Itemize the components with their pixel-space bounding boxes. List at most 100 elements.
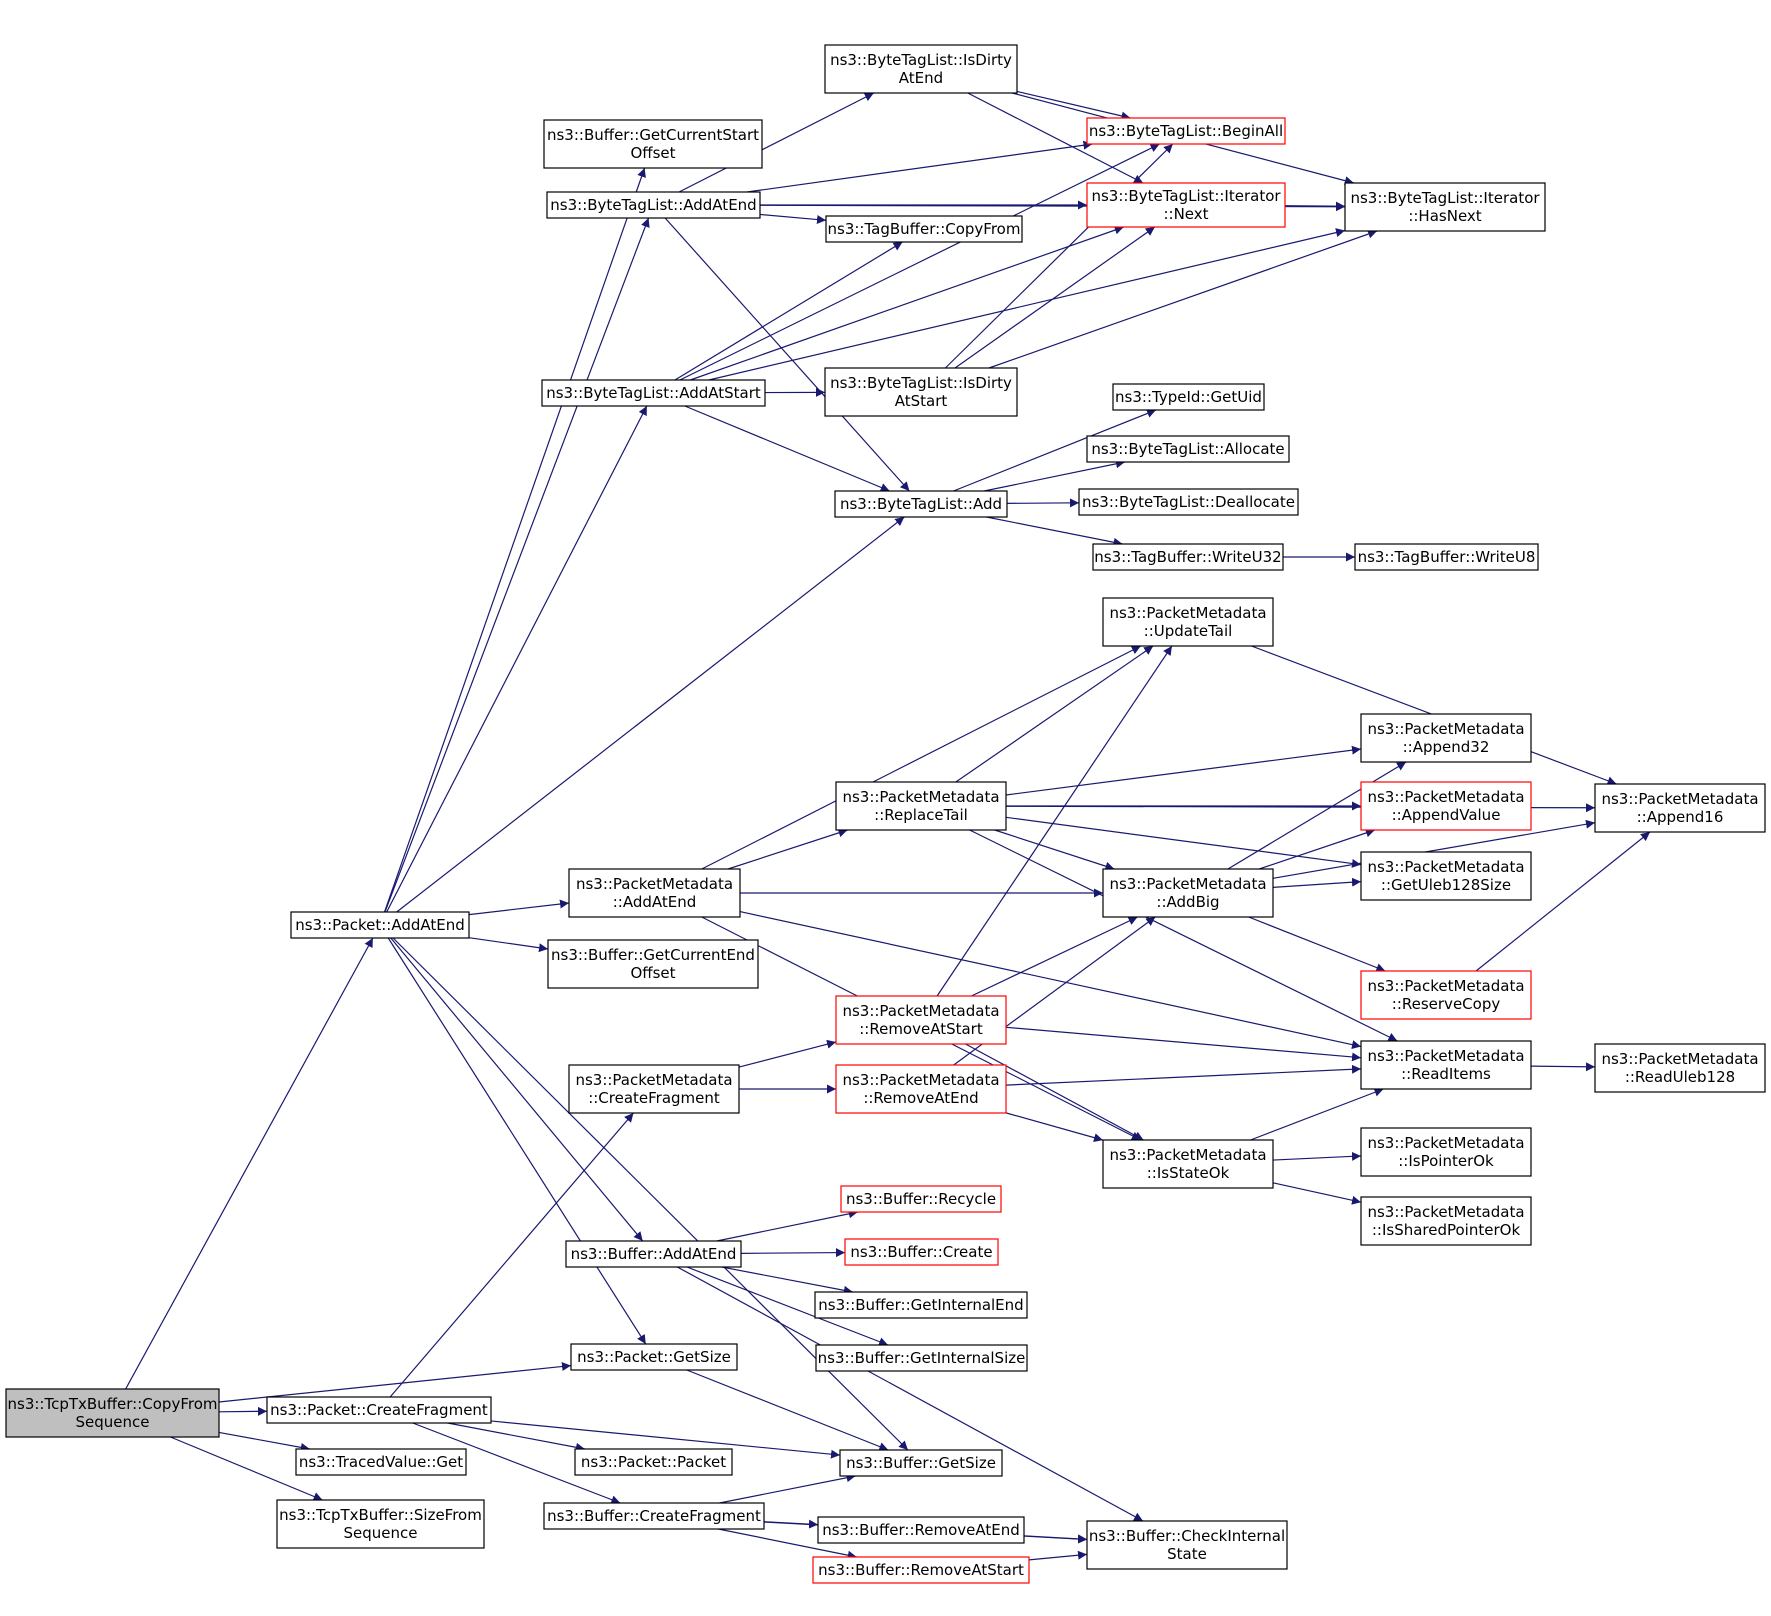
node-box xyxy=(565,1240,742,1268)
node-label: ns3::PacketMetadata xyxy=(1109,604,1266,622)
node-tb_writeu32[interactable]: ns3::TagBuffer::WriteU32 xyxy=(1092,543,1284,571)
node-box xyxy=(840,1185,1002,1213)
node-box xyxy=(835,1064,1007,1114)
edge-pm_removeatstart-to-pm_readitems xyxy=(1005,1026,1362,1062)
edge-buf_addatend-to-buf_recycle xyxy=(716,1209,858,1242)
edge-pkt_addatend-to-buf_getsize xyxy=(392,937,909,1451)
node-label: ::Next xyxy=(1163,205,1208,223)
node-pkt_packet[interactable]: ns3::Packet::Packet xyxy=(574,1448,733,1476)
node-label: State xyxy=(1167,1545,1207,1563)
node-pm_issharedpointerok[interactable]: ns3::PacketMetadata::IsSharedPointerOk xyxy=(1360,1196,1532,1246)
node-label: ::ReadUleb128 xyxy=(1625,1068,1735,1086)
node-label: ::IsPointerOk xyxy=(1398,1152,1494,1170)
node-pm_updatetail[interactable]: ns3::PacketMetadata::UpdateTail xyxy=(1102,597,1274,647)
node-label: ns3::ByteTagList::BeginAll xyxy=(1089,122,1283,140)
node-pm_isstateok[interactable]: ns3::PacketMetadata::IsStateOk xyxy=(1102,1139,1274,1189)
node-box xyxy=(1344,182,1546,232)
node-label: ns3::PacketMetadata xyxy=(1367,977,1524,995)
edge-btl_isdirtyatstart-to-btl_beginall xyxy=(944,143,1174,369)
node-tb_copyfrom[interactable]: ns3::TagBuffer::CopyFrom xyxy=(825,215,1023,243)
node-pm_append32[interactable]: ns3::PacketMetadata::Append32 xyxy=(1360,713,1532,763)
node-tb_writeu8[interactable]: ns3::TagBuffer::WriteU8 xyxy=(1354,543,1539,571)
edge-pkt_createfragment-to-pkt_packet xyxy=(447,1422,585,1452)
edge-pkt_addatend-to-pkt_getsize xyxy=(387,937,647,1345)
node-box xyxy=(266,1396,492,1424)
node-buf_removeatstart[interactable]: ns3::Buffer::RemoveAtStart xyxy=(812,1556,1030,1584)
node-btl_beginall[interactable]: ns3::ByteTagList::BeginAll xyxy=(1086,117,1286,145)
node-label: ns3::PacketMetadata xyxy=(1601,790,1758,808)
edge-pkt_getsize-to-buf_getsize xyxy=(686,1369,889,1451)
edge-btl_isdirtyatend-to-btl_iter_next xyxy=(967,92,1144,184)
node-pm_readitems[interactable]: ns3::PacketMetadata::ReadItems xyxy=(1360,1040,1532,1090)
edge-btl_add-to-tb_writeu32 xyxy=(986,516,1123,547)
node-label: ns3::TcpTxBuffer::CopyFrom xyxy=(8,1395,218,1413)
node-label: ns3::Buffer::Recycle xyxy=(846,1190,996,1208)
edge-pm_removeatend-to-pm_isstateok xyxy=(1005,1112,1104,1143)
node-pkt_createfragment[interactable]: ns3::Packet::CreateFragment xyxy=(266,1396,492,1424)
node-pm_removeatend[interactable]: ns3::PacketMetadata::RemoveAtEnd xyxy=(835,1064,1007,1114)
node-btl_deallocate[interactable]: ns3::ByteTagList::Deallocate xyxy=(1078,488,1299,516)
node-pm_append16[interactable]: ns3::PacketMetadata::Append16 xyxy=(1594,783,1766,833)
node-btl_addatstart[interactable]: ns3::ByteTagList::AddAtStart xyxy=(541,379,766,407)
node-label: ns3::TagBuffer::WriteU8 xyxy=(1358,548,1536,566)
node-label: ns3::Packet::CreateFragment xyxy=(270,1401,488,1419)
node-label: ns3::Packet::AddAtEnd xyxy=(295,916,465,934)
node-tracedvalue_get[interactable]: ns3::TracedValue::Get xyxy=(295,1448,467,1476)
node-pm_removeatstart[interactable]: ns3::PacketMetadata::RemoveAtStart xyxy=(835,995,1007,1045)
node-label: ns3::Packet::GetSize xyxy=(577,1348,731,1366)
node-pm_appendvalue[interactable]: ns3::PacketMetadata::AppendValue xyxy=(1360,781,1532,831)
edge-btl_addatstart-to-btl_iter_hasnext xyxy=(708,228,1346,381)
edge-pm_isstateok-to-pm_readitems xyxy=(1250,1088,1384,1141)
node-typeid_getuid[interactable]: ns3::TypeId::GetUid xyxy=(1112,383,1265,411)
node-buf_getsize[interactable]: ns3::Buffer::GetSize xyxy=(839,1449,1003,1477)
node-pm_createfragment[interactable]: ns3::PacketMetadata::CreateFragment xyxy=(568,1064,740,1114)
node-box xyxy=(835,995,1007,1045)
edge-btl_addatstart-to-tb_copyfrom xyxy=(674,241,903,381)
edge-btl_addatend-to-tb_copyfrom xyxy=(759,213,827,224)
node-pm_readuleb128[interactable]: ns3::PacketMetadata::ReadUleb128 xyxy=(1594,1043,1766,1093)
node-label: ns3::Buffer::GetInternalEnd xyxy=(818,1296,1023,1314)
node-btl_addatend[interactable]: ns3::ByteTagList::AddAtEnd xyxy=(546,191,761,219)
edge-pkt_addatend-to-buf_getcurstart xyxy=(383,167,646,913)
node-btl_allocate[interactable]: ns3::ByteTagList::Allocate xyxy=(1086,435,1290,463)
node-pkt_addatend[interactable]: ns3::Packet::AddAtEnd xyxy=(290,911,470,939)
node-buf_removeatend[interactable]: ns3::Buffer::RemoveAtEnd xyxy=(817,1516,1025,1544)
node-buf_recycle[interactable]: ns3::Buffer::Recycle xyxy=(840,1185,1002,1213)
node-buf_getinternalend[interactable]: ns3::Buffer::GetInternalEnd xyxy=(814,1291,1028,1319)
edge-root-to-pkt_createfragment xyxy=(218,1406,268,1416)
node-buf_create[interactable]: ns3::Buffer::Create xyxy=(844,1238,999,1266)
node-box xyxy=(541,379,766,407)
node-pm_reservecopy[interactable]: ns3::PacketMetadata::ReserveCopy xyxy=(1360,970,1532,1020)
node-buf_getinternalsize[interactable]: ns3::Buffer::GetInternalSize xyxy=(815,1344,1028,1372)
node-pm_ispointerok[interactable]: ns3::PacketMetadata::IsPointerOk xyxy=(1360,1127,1532,1177)
node-btl_add[interactable]: ns3::ByteTagList::Add xyxy=(834,490,1008,518)
edge-btl_isdirtyatstart-to-btl_iter_next xyxy=(954,226,1156,369)
node-btl_iter_hasnext[interactable]: ns3::ByteTagList::Iterator::HasNext xyxy=(1344,182,1546,232)
node-pkt_getsize[interactable]: ns3::Packet::GetSize xyxy=(570,1343,738,1371)
node-box xyxy=(290,911,470,939)
node-label: ns3::Packet::Packet xyxy=(581,1453,726,1471)
node-box xyxy=(824,367,1018,417)
node-box xyxy=(839,1449,1003,1477)
node-label: ::IsSharedPointerOk xyxy=(1372,1221,1521,1239)
node-label: ::Append32 xyxy=(1403,738,1490,756)
node-box xyxy=(844,1238,999,1266)
node-btl_iter_next[interactable]: ns3::ByteTagList::Iterator::Next xyxy=(1086,182,1286,228)
node-pm_addatend[interactable]: ns3::PacketMetadata::AddAtEnd xyxy=(568,868,741,918)
node-box xyxy=(1086,435,1290,463)
node-label: ns3::ByteTagList::IsDirty xyxy=(830,51,1012,69)
node-buf_createfragment[interactable]: ns3::Buffer::CreateFragment xyxy=(543,1502,765,1530)
edge-root-to-pkt_addatend xyxy=(125,937,374,1390)
node-buf_addatend[interactable]: ns3::Buffer::AddAtEnd xyxy=(565,1240,742,1268)
node-pm_addbig[interactable]: ns3::PacketMetadata::AddBig xyxy=(1102,868,1274,918)
node-box xyxy=(543,119,763,169)
node-pm_replacetail[interactable]: ns3::PacketMetadata::ReplaceTail xyxy=(835,781,1007,831)
node-pm_getuleb128size[interactable]: ns3::PacketMetadata::GetUleb128Size xyxy=(1360,851,1532,901)
